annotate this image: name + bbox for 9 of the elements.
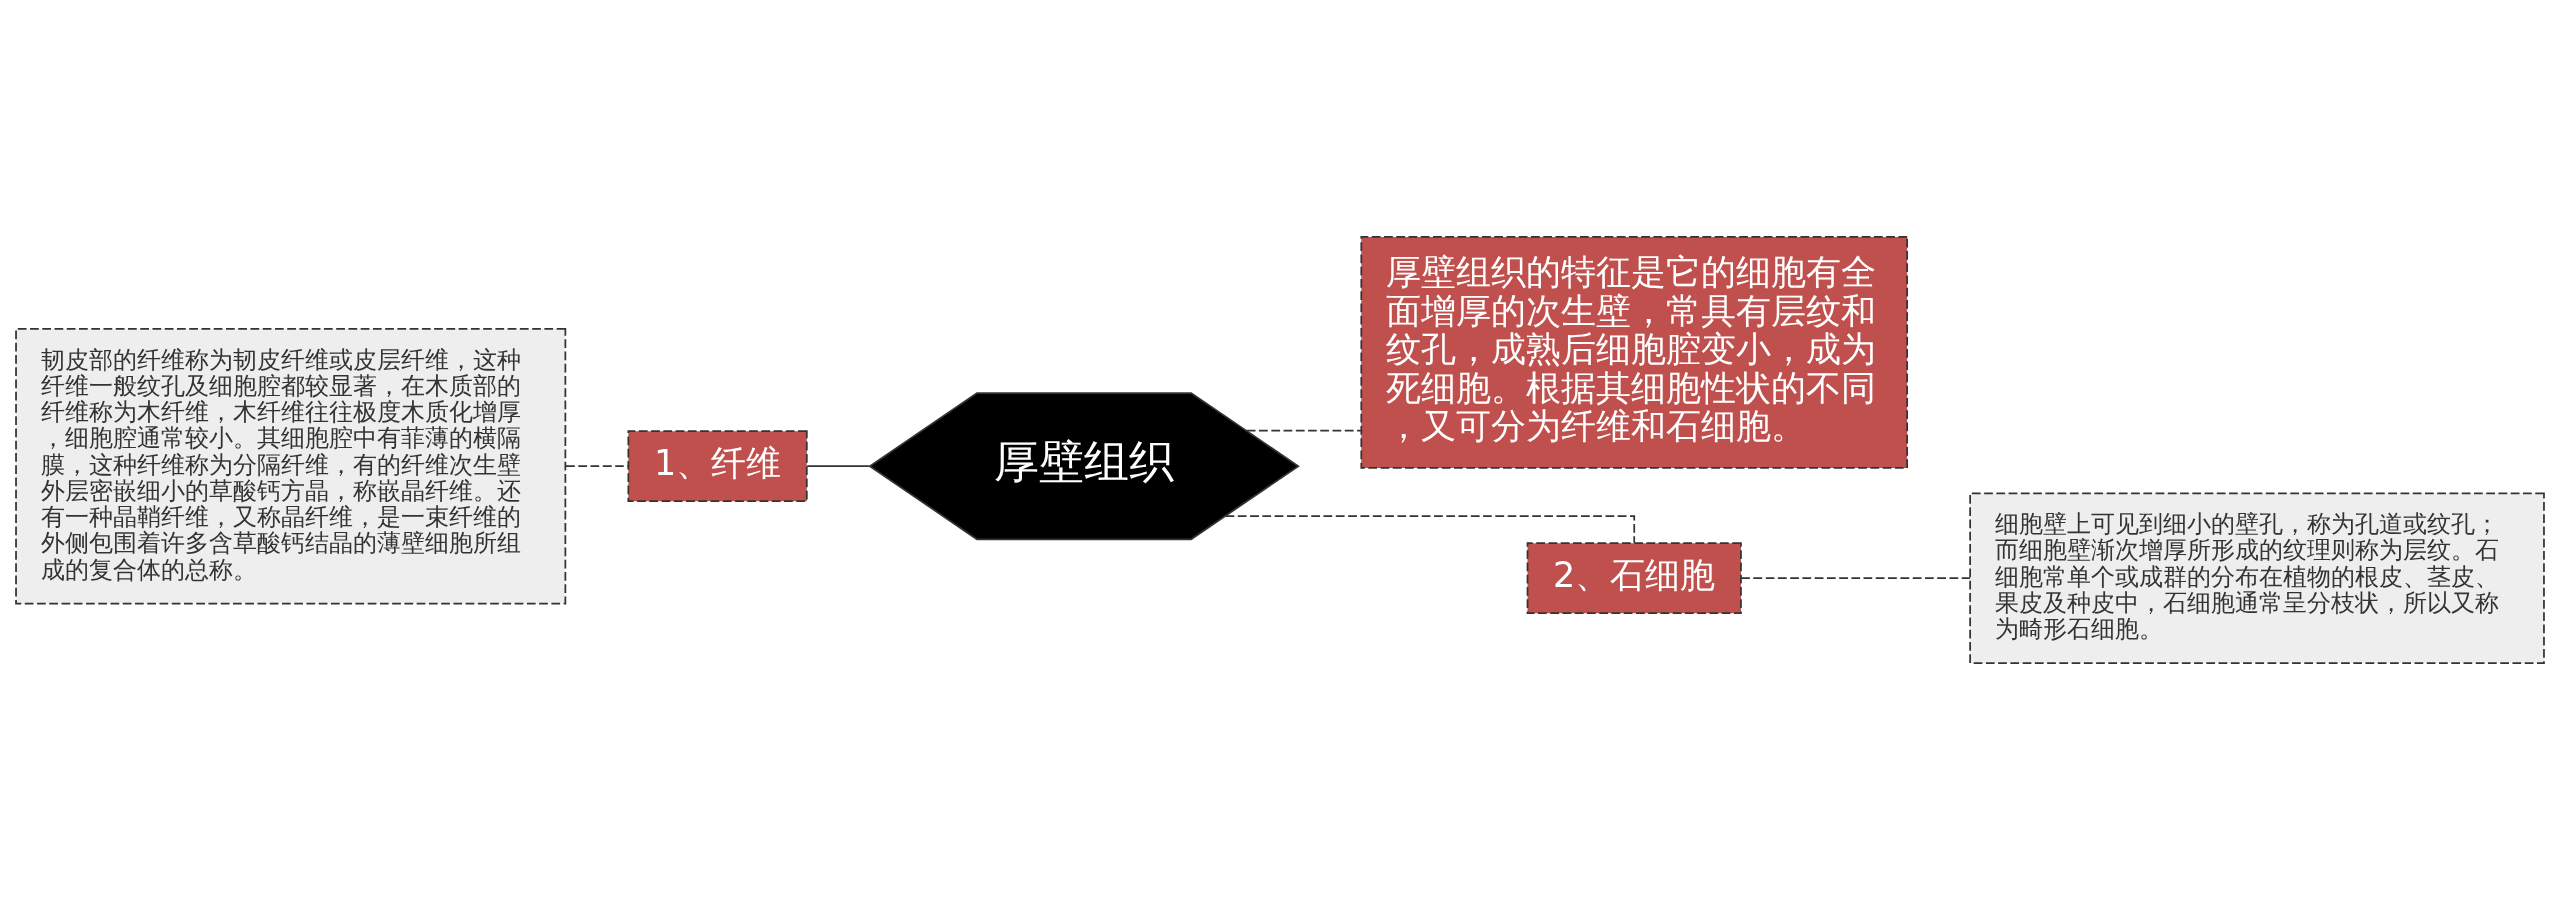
node-box: 2、石细胞 bbox=[1526, 542, 1742, 614]
node-box: 厚壁组织的特征是它的细胞有全面增厚的次生壁，常具有层纹和纹孔，成熟后细胞腔变小，成为死细胞。根据其细胞性状的不同，又可分为纤维和石细胞。 bbox=[1360, 236, 1909, 469]
connector bbox=[1246, 429, 1362, 432]
connector bbox=[565, 465, 629, 468]
node-box: 1、纤维 bbox=[627, 430, 808, 503]
connector bbox=[806, 465, 871, 468]
connector bbox=[1740, 577, 1971, 580]
node-box: 韧皮部的纤维称为韧皮纤维或皮层纤维，这种纤维一般纹孔及细胞腔都较显著，在木质部的纤维称为木纤维，木纤维往往极度木质化增厚，细胞腔通常较小。其细胞腔中有菲薄的横隔膜，这种纤维称为分隔纤维，有的纤维次生壁外层密嵌细小的草酸钙方晶，称嵌晶纤维。还有一种晶鞘纤维，又称晶纤维，是一束纤维的外侧包围着许多含草酸钙结晶的薄壁细胞所组成的复合体的总称。 bbox=[15, 327, 567, 605]
node-box: 细胞壁上可见到细小的壁孔，称为孔道或纹孔；而细胞壁渐次增厚所形成的纹理则称为层纹。石细胞常单个或成群的分布在植物的根皮、茎皮、果皮及种皮中，石细胞通常呈分枝状，所以又称为畸形石细胞。 bbox=[1969, 492, 2545, 664]
